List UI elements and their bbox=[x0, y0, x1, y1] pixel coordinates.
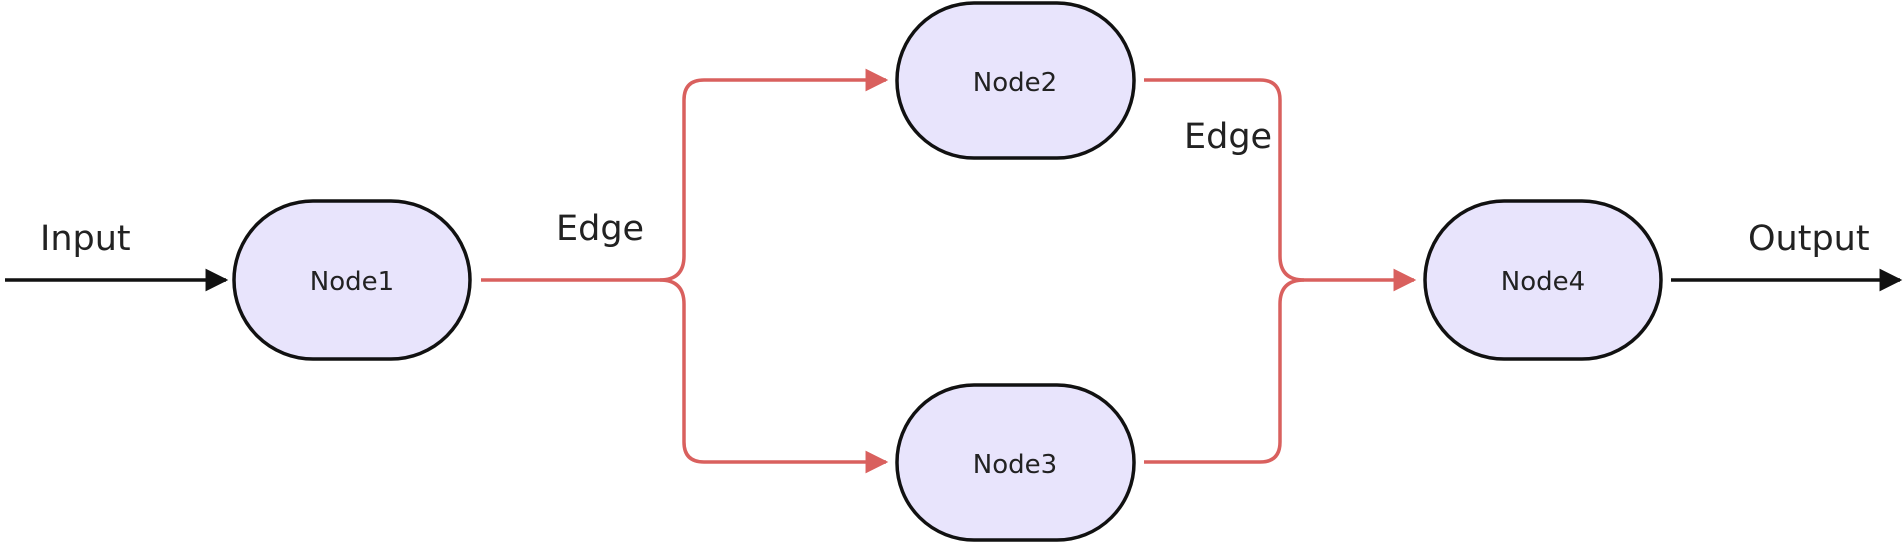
edge-label-fork: Edge bbox=[556, 209, 644, 249]
node-1-label: Node1 bbox=[310, 267, 394, 297]
input-label: Input bbox=[40, 219, 131, 259]
edge-node1-node2 bbox=[481, 68, 889, 282]
node-4[interactable]: Node4 bbox=[1423, 199, 1663, 361]
node-3-label: Node3 bbox=[973, 450, 1057, 480]
edge-node1-node3 bbox=[659, 278, 889, 474]
node-2-label: Node2 bbox=[973, 68, 1057, 98]
output-label: Output bbox=[1748, 219, 1870, 259]
node-4-label: Node4 bbox=[1501, 267, 1585, 297]
node-3[interactable]: Node3 bbox=[895, 383, 1136, 542]
edge-node3-node4 bbox=[1144, 278, 1305, 464]
edge-node2-node4 bbox=[1144, 78, 1417, 292]
node-2[interactable]: Node2 bbox=[895, 1, 1136, 160]
node-1[interactable]: Node1 bbox=[232, 199, 472, 361]
edge-label-join: Edge bbox=[1184, 117, 1272, 157]
